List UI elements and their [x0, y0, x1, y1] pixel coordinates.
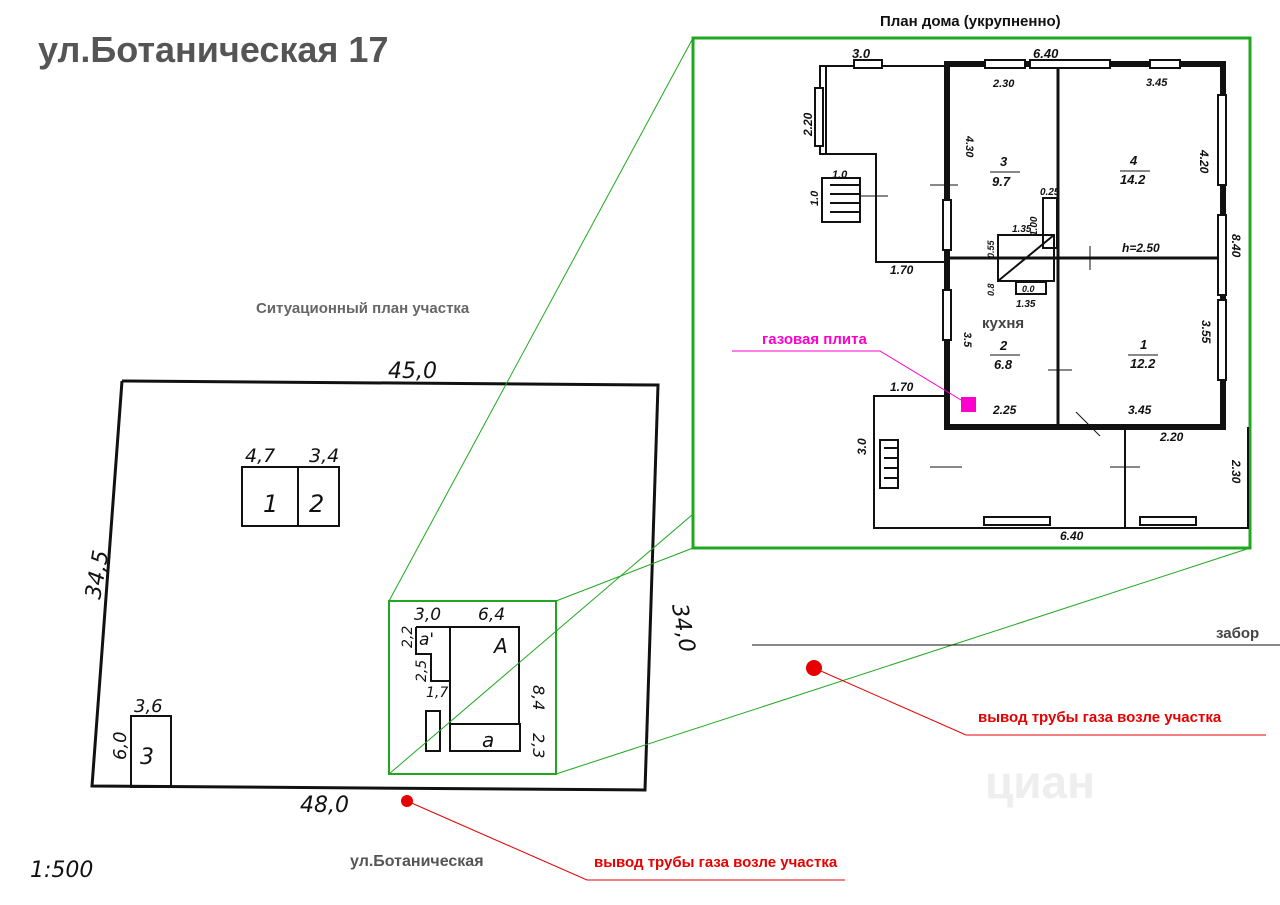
building-1-number: 1	[263, 490, 278, 518]
house-stair-block	[997, 234, 1055, 295]
fence-label: забор	[1216, 625, 1259, 642]
room-2: 2 6.8	[990, 338, 1020, 372]
gas-stove-leader	[732, 350, 962, 401]
site-house-dim-g: 2,3	[529, 733, 548, 758]
site-dim-top: 45,0	[388, 359, 437, 384]
site-house-dim-e: 1,7	[426, 685, 448, 701]
hp-dim-bottom-total: 6.40	[1060, 529, 1084, 543]
site-house-outline	[415, 626, 521, 752]
hp-dim-bottom-inner-right: 3.45	[1128, 403, 1152, 417]
hp-dim-annex-left-height: 3.0	[855, 438, 869, 455]
hp-dim-door-small: 0.25	[1040, 187, 1060, 198]
room-2-number: 2	[999, 338, 1008, 353]
house-windows	[942, 59, 1227, 381]
site-house-dim-f: 8,4	[529, 685, 548, 710]
hp-dim-stair-side-a: 0.55	[986, 239, 996, 258]
site-boundary	[90, 379, 660, 792]
house-partitions	[949, 66, 1221, 424]
site-plan-title: Ситуационный план участка	[256, 300, 470, 317]
house-annex-walls	[873, 395, 1249, 529]
gas-outlet-street-label: вывод трубы газа возле участка	[594, 854, 838, 871]
hp-dim-top-right: 6.40	[1033, 46, 1059, 61]
site-dim-left: 34,5	[81, 548, 114, 601]
house-plan-title: План дома (укрупненно)	[880, 13, 1061, 30]
hp-dim-top-sub-left: 2.30	[992, 78, 1015, 90]
hp-dim-top-sub-right: 3.45	[1146, 77, 1168, 89]
hp-dim-top-left: 3.0	[852, 46, 871, 61]
hp-dim-right-total: 8.40	[1229, 234, 1243, 258]
room-4: 4 14.2	[1120, 153, 1150, 187]
room-3-number: 3	[1000, 154, 1008, 169]
room-3-area: 9.7	[992, 174, 1011, 189]
house-door-ticks	[860, 184, 1140, 468]
site-house-dim-c: 2,2	[400, 626, 416, 648]
street-label: ул.Ботаническая	[350, 853, 484, 870]
building-2-width: 3,4	[309, 445, 339, 467]
site-house-dim-a: 3,0	[414, 605, 441, 625]
building-3-number: 3	[140, 745, 154, 770]
hp-dim-annex-height: 2.30	[1229, 459, 1243, 484]
outbuilding-1-2	[241, 466, 340, 527]
hp-dim-room2-height: 3.5	[961, 332, 973, 348]
hp-dim-right-lower: 3.55	[1199, 320, 1213, 344]
hp-dim-left-step: 1.0	[809, 190, 821, 206]
house-veranda-walls	[814, 59, 947, 263]
room-2-area: 6.8	[994, 357, 1013, 372]
kitchen-label: кухня	[982, 315, 1024, 332]
building-1-width: 4,7	[245, 445, 275, 467]
hp-dim-annex-left-width: 1.70	[890, 380, 914, 394]
hp-dim-stair-bottom: 1.35	[1016, 299, 1036, 310]
gas-outlet-street-leader	[406, 800, 845, 881]
hp-dim-left-upper: 2.20	[801, 112, 815, 137]
hp-dim-room3-height: 4.30	[963, 135, 975, 158]
room-4-number: 4	[1129, 153, 1138, 168]
building-3-width: 3,6	[134, 696, 163, 717]
gas-stove-label: газовая плита	[762, 331, 867, 348]
page-title: ул.Ботаническая 17	[38, 29, 388, 70]
site-house-letter-main: А	[492, 634, 508, 658]
hp-dim-annex-right: 2.20	[1159, 430, 1184, 444]
hp-dim-ceiling: h=2.50	[1122, 241, 1160, 255]
site-house-letter-veranda: а'	[419, 630, 434, 650]
hp-dim-door-width: 1.00	[1029, 216, 1040, 236]
room-3: 3 9.7	[990, 154, 1020, 189]
hp-dim-right-upper: 4.20	[1197, 149, 1211, 174]
hp-dim-step-width: 1.0	[832, 169, 848, 181]
room-4-area: 14.2	[1120, 172, 1146, 187]
site-house-dim-b: 6,4	[478, 605, 505, 625]
watermark: циан	[985, 756, 1095, 808]
scale-label: 1:500	[30, 858, 93, 883]
site-dim-right: 34,0	[666, 602, 699, 655]
hp-dim-bottom-inner-left: 2.25	[992, 403, 1017, 417]
room-1-number: 1	[1140, 337, 1147, 352]
hp-dim-left-bottom: 1.70	[890, 263, 914, 277]
site-house-highlight-box	[388, 600, 557, 775]
site-house-letter-annex: а	[482, 728, 494, 752]
building-3-depth: 6,0	[110, 731, 131, 760]
hp-dim-stair-side-c: 0.0	[1022, 284, 1035, 294]
building-2-number: 2	[309, 490, 324, 518]
gas-outlet-fence-label: вывод трубы газа возле участка	[978, 709, 1222, 726]
hp-dim-stair-top: 1.35	[1012, 224, 1032, 235]
site-house-dim-d: 2,5	[414, 660, 430, 682]
site-dim-bottom: 48,0	[300, 793, 349, 818]
room-1: 1 12.2	[1128, 337, 1158, 371]
outbuilding-3	[130, 715, 172, 788]
gas-outlet-fence-leader	[813, 667, 1266, 736]
gas-stove-marker	[961, 397, 976, 412]
hp-dim-stair-side-b: 0.8	[986, 283, 996, 296]
room-1-area: 12.2	[1130, 356, 1156, 371]
house-plan-frame	[691, 36, 1252, 550]
